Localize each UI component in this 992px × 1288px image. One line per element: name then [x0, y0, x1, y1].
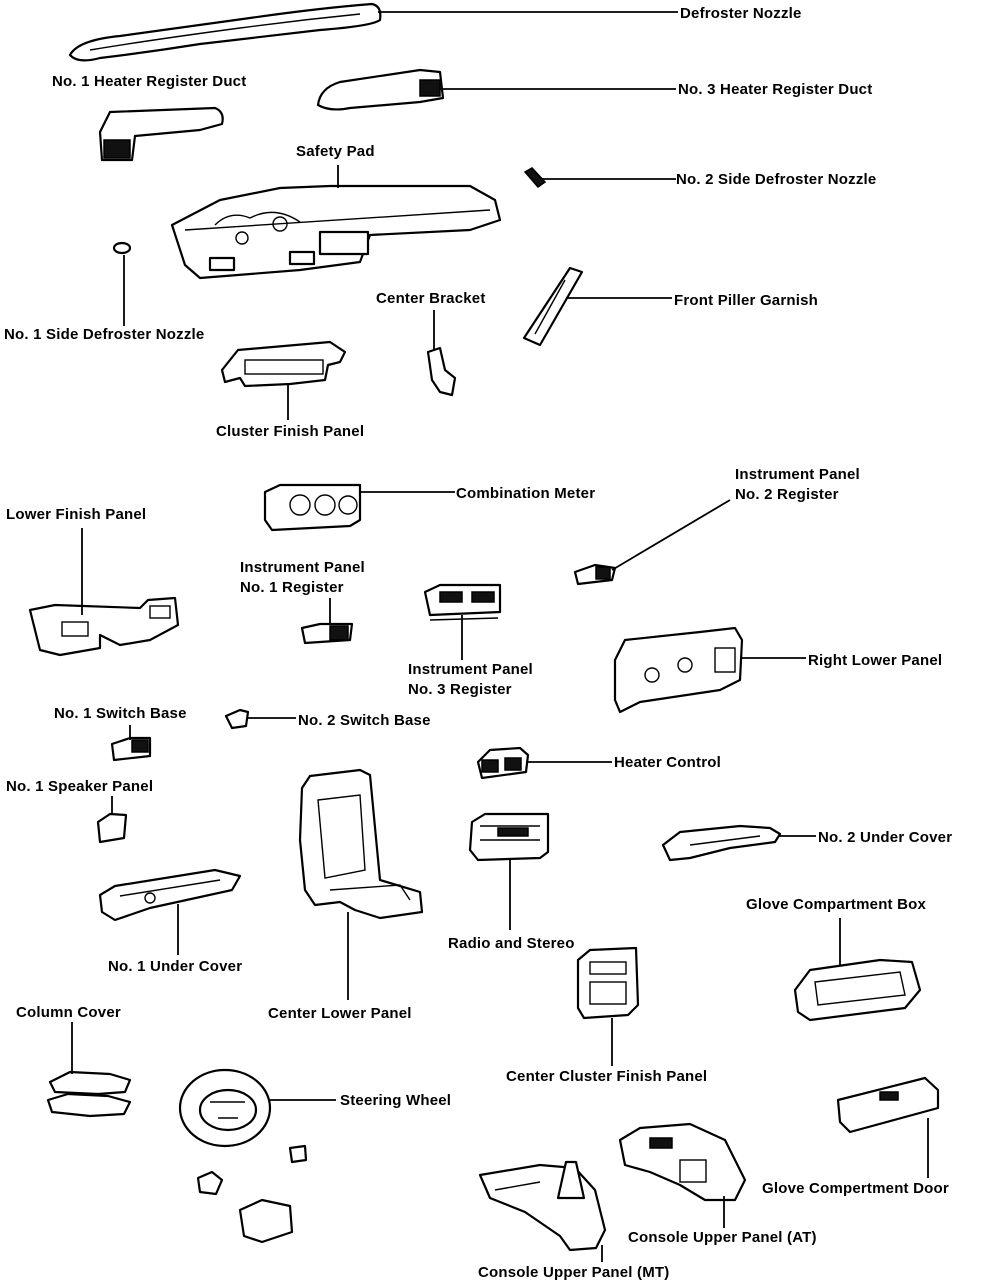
cluster-finish-panel-part: [220, 340, 347, 388]
label-heater-control: Heater Control: [614, 754, 721, 771]
no2-under-cover-part: [661, 824, 782, 862]
label-glove-compartment-door: Glove Compertment Door: [762, 1180, 949, 1197]
console-upper-panel-mt-part: [478, 1160, 607, 1252]
radio-and-stereo-part: [468, 812, 550, 862]
center-cluster-finish-panel-part: [576, 946, 640, 1020]
no3-heater-register-duct-part: [316, 68, 445, 111]
label-ip-no3-register-line2: No. 3 Register: [408, 681, 512, 698]
label-defroster-nozzle: Defroster Nozzle: [680, 5, 802, 22]
steering-wheel-small-parts: [196, 1144, 308, 1244]
label-radio-and-stereo: Radio and Stereo: [448, 935, 575, 952]
ip-no3-register-part: [423, 583, 502, 621]
label-ip-no2-register-line2: No. 2 Register: [735, 486, 839, 503]
glove-compartment-box-part: [793, 958, 922, 1022]
heater-control-part: [476, 746, 530, 780]
label-column-cover: Column Cover: [16, 1004, 121, 1021]
label-steering-wheel: Steering Wheel: [340, 1092, 452, 1109]
label-no1-side-defroster-nozzle: No. 1 Side Defroster Nozzle: [4, 326, 205, 343]
label-glove-compartment-box: Glove Compartment Box: [746, 896, 927, 913]
front-piller-garnish-part: [522, 266, 584, 347]
label-no2-side-defroster-nozzle: No. 2 Side Defroster Nozzle: [676, 171, 877, 188]
label-ip-no3-register-line1: Instrument Panel: [408, 661, 533, 678]
no2-switch-base-part: [224, 708, 250, 730]
label-ip-no2-register-line1: Instrument Panel: [735, 466, 860, 483]
right-lower-panel-part: [613, 626, 744, 714]
label-center-cluster-finish-panel: Center Cluster Finish Panel: [506, 1068, 708, 1085]
no1-speaker-panel-part: [96, 812, 128, 844]
no1-side-defroster-nozzle-part: [112, 241, 132, 255]
defroster-nozzle-part: [68, 2, 382, 62]
label-console-upper-panel-mt: Console Upper Panel (MT): [478, 1264, 670, 1281]
no1-heater-register-duct-part: [98, 106, 224, 162]
label-safety-pad: Safety Pad: [296, 143, 375, 160]
center-bracket-part: [426, 346, 457, 397]
no1-switch-base-part: [110, 736, 152, 762]
label-ip-no1-register-line2: No. 1 Register: [240, 579, 344, 596]
label-center-bracket: Center Bracket: [376, 290, 486, 307]
label-lower-finish-panel: Lower Finish Panel: [6, 506, 147, 523]
label-no1-speaker-panel: No. 1 Speaker Panel: [6, 778, 154, 795]
label-no2-under-cover: No. 2 Under Cover: [818, 829, 953, 846]
label-console-upper-panel-at: Console Upper Panel (AT): [628, 1229, 817, 1246]
lower-finish-panel-part: [28, 596, 180, 657]
console-upper-panel-at-part: [618, 1122, 747, 1202]
steering-wheel-part: [178, 1068, 272, 1148]
label-center-lower-panel: Center Lower Panel: [268, 1005, 412, 1022]
label-no1-under-cover: No. 1 Under Cover: [108, 958, 243, 975]
label-no1-switch-base: No. 1 Switch Base: [54, 705, 187, 722]
label-no3-heater-register-duct: No. 3 Heater Register Duct: [678, 81, 873, 98]
label-ip-no1-register-line1: Instrument Panel: [240, 559, 365, 576]
no2-side-defroster-nozzle-part: [523, 167, 547, 189]
ip-no1-register-part: [300, 622, 354, 645]
ip-no2-register-part: [573, 563, 617, 586]
safety-pad-part: [170, 184, 502, 280]
label-no1-heater-register-duct: No. 1 Heater Register Duct: [52, 73, 247, 90]
leader-ip-no2-register: [611, 499, 731, 571]
glove-compartment-door-part: [836, 1076, 940, 1134]
label-combination-meter: Combination Meter: [456, 485, 596, 502]
no1-under-cover-part: [98, 868, 242, 922]
column-cover-part: [46, 1070, 132, 1118]
label-front-piller-garnish: Front Piller Garnish: [674, 292, 819, 309]
label-right-lower-panel: Right Lower Panel: [808, 652, 943, 669]
label-no2-switch-base: No. 2 Switch Base: [298, 712, 431, 729]
combination-meter-part: [263, 483, 362, 532]
label-cluster-finish-panel: Cluster Finish Panel: [216, 423, 365, 440]
center-lower-panel-part: [298, 768, 424, 920]
